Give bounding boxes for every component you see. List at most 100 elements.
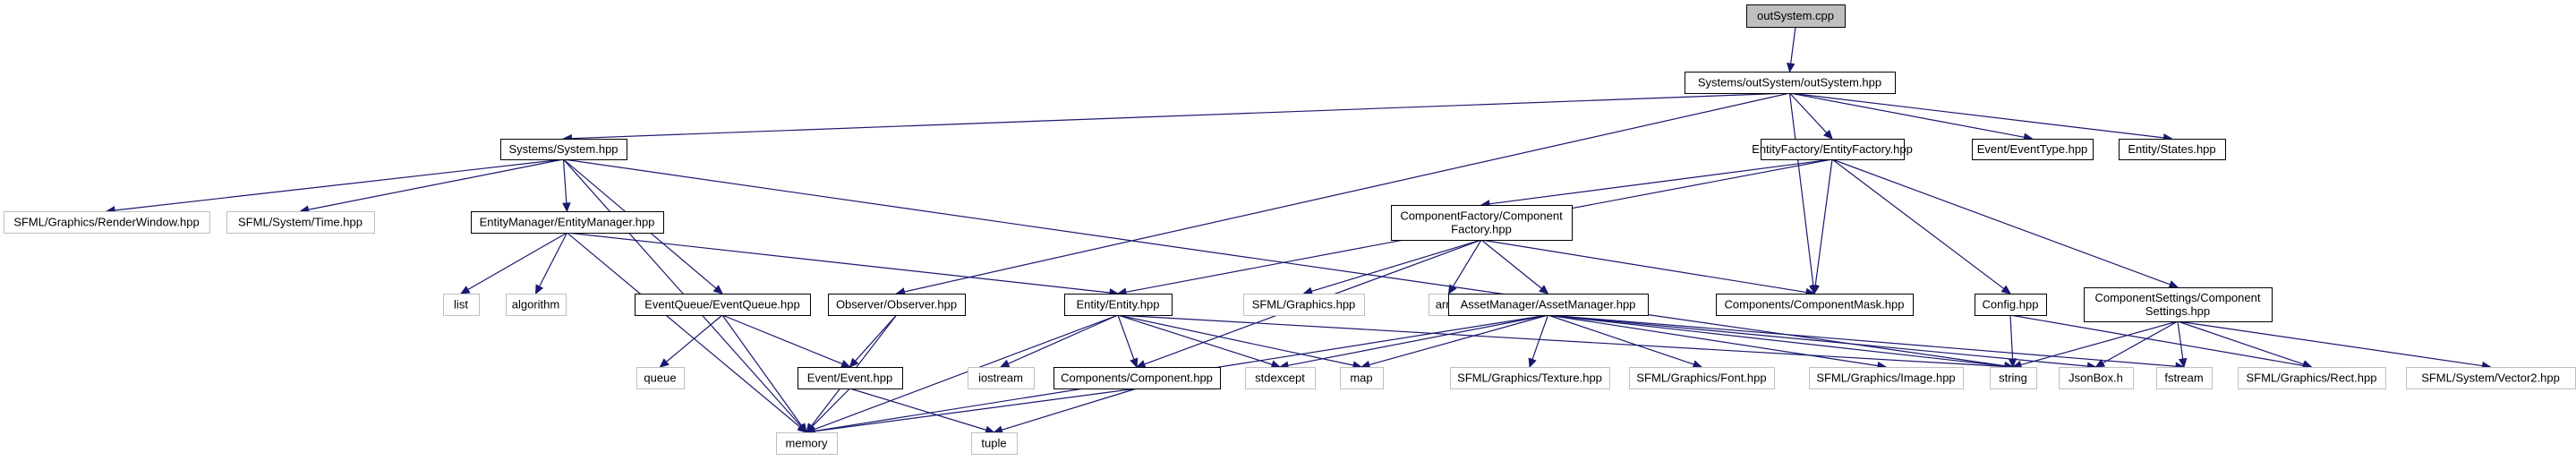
edge-observer-to-event xyxy=(849,314,897,368)
node-compsettings[interactable]: ComponentSettings/ComponentSettings.hpp xyxy=(2084,287,2273,322)
node-assetmanager[interactable]: AssetManager/AssetManager.hpp xyxy=(1448,294,1649,316)
edge-compsettings-to-vector2 xyxy=(2177,320,2492,371)
edge-config-to-rect xyxy=(2009,314,2313,371)
node-box xyxy=(1746,4,1846,28)
arrow-head xyxy=(849,357,859,368)
edge-component-to-memory xyxy=(805,388,1138,436)
node-component[interactable]: Components/Component.hpp xyxy=(1053,367,1221,389)
node-box xyxy=(1053,367,1221,389)
node-box xyxy=(1450,367,1610,389)
edge-line xyxy=(2177,320,2483,367)
node-stdexcept: stdexcept xyxy=(1245,367,1316,389)
edge-line xyxy=(2009,314,2014,360)
arrow-head xyxy=(1539,285,1549,295)
node-observer[interactable]: Observer/Observer.hpp xyxy=(828,294,966,316)
node-event[interactable]: Event/Event.hpp xyxy=(798,367,903,389)
edge-line xyxy=(721,314,803,427)
arrow-head xyxy=(1135,360,1147,369)
edge-line xyxy=(1001,388,1138,431)
node-box xyxy=(1629,367,1775,389)
node-box xyxy=(1972,139,2094,160)
node-entity[interactable]: Entity/Entity.hpp xyxy=(1064,294,1173,316)
node-compmask[interactable]: Components/ComponentMask.hpp xyxy=(1716,294,1914,316)
edge-entity-to-stdexcept xyxy=(1117,314,1282,369)
node-label: SFML/Graphics/RenderWindow.hpp xyxy=(13,216,199,229)
node-box xyxy=(4,211,210,234)
edge-line xyxy=(1117,314,1273,365)
arrow-head xyxy=(1130,357,1139,369)
edge-eventqueue-to-queue xyxy=(659,314,723,368)
node-label: Entity/States.hpp xyxy=(2128,142,2215,156)
node-outsys[interactable]: Systems/outSystem/outSystem.hpp xyxy=(1685,72,1896,94)
edge-compsettings-to-rect xyxy=(2177,320,2313,369)
edge-entmanager-to-entity xyxy=(567,232,1120,297)
edge-line xyxy=(855,314,897,362)
node-label: queue xyxy=(644,371,676,385)
edge-event-to-memory xyxy=(806,388,850,433)
node-box xyxy=(968,367,1035,389)
edge-line xyxy=(1452,239,1482,287)
edge-entfactory-to-compsettings xyxy=(1831,158,2179,289)
node-box xyxy=(471,211,664,234)
node-label: ComponentFactory/Component xyxy=(1400,209,1563,223)
arrow-head xyxy=(562,202,571,213)
edge-line xyxy=(1831,158,2171,286)
node-system[interactable]: Systems/System.hpp xyxy=(500,139,627,160)
node-jsonbox: JsonBox.h xyxy=(2059,367,2134,389)
node-label: Event/Event.hpp xyxy=(807,371,892,385)
node-box xyxy=(1975,294,2047,316)
node-label: Systems/System.hpp xyxy=(508,142,618,156)
node-eventtype[interactable]: Event/EventType.hpp xyxy=(1972,139,2094,160)
arrow-head xyxy=(2094,359,2106,368)
node-sfmlgraphics: SFML/Graphics.hpp xyxy=(1243,294,1365,316)
node-tuple: tuple xyxy=(971,432,1018,455)
node-iostream: iostream xyxy=(968,367,1035,389)
node-memory: memory xyxy=(776,432,838,455)
edge-line xyxy=(1548,314,2088,367)
node-label: EntityFactory/EntityFactory.hpp xyxy=(1752,142,1913,156)
node-box xyxy=(798,367,903,389)
edge-entmanager-to-memory xyxy=(567,232,807,433)
edge-line xyxy=(571,92,1790,140)
node-label: Systems/outSystem/outSystem.hpp xyxy=(1698,76,1881,90)
node-entmanager[interactable]: EntityManager/EntityManager.hpp xyxy=(471,211,664,234)
edge-compfactory-to-sfmlgraphics xyxy=(1302,239,1482,295)
node-vector2: SFML/System/Vector2.hpp xyxy=(2406,367,2576,389)
edge-system-to-string xyxy=(563,158,2015,371)
edge-line xyxy=(666,314,723,363)
node-list: list xyxy=(443,294,480,316)
node-box xyxy=(1716,294,1914,316)
edge-line xyxy=(563,158,802,427)
edge-line xyxy=(1117,314,1135,360)
node-label: EntityManager/EntityManager.hpp xyxy=(480,216,655,229)
node-states[interactable]: Entity/States.hpp xyxy=(2119,139,2226,160)
node-compfactory[interactable]: ComponentFactory/ComponentFactory.hpp xyxy=(1391,205,1573,241)
edge-line xyxy=(1789,92,2025,138)
node-box xyxy=(1685,72,1896,94)
node-entfactory[interactable]: EntityFactory/EntityFactory.hpp xyxy=(1752,139,1913,160)
edge-line xyxy=(1117,314,1354,366)
edge-compfactory-to-compmask xyxy=(1480,239,1816,297)
node-root[interactable]: outSystem.cpp xyxy=(1746,4,1846,28)
edge-system-to-entmanager xyxy=(562,158,571,213)
node-config[interactable]: Config.hpp xyxy=(1975,294,2047,316)
edge-line xyxy=(467,232,567,291)
edge-line xyxy=(849,388,987,431)
edge-line xyxy=(562,158,567,204)
node-label: Event/EventType.hpp xyxy=(1977,142,2088,156)
arrow-head xyxy=(840,359,851,368)
node-image: SFML/Graphics/Image.hpp xyxy=(1809,367,1964,389)
edge-line xyxy=(539,232,568,287)
edge-assetmanager-to-stdexcept xyxy=(1278,314,1548,370)
node-box xyxy=(2119,139,2226,160)
node-box xyxy=(971,432,1018,455)
arrow-head xyxy=(1822,129,1833,140)
node-box xyxy=(776,432,838,455)
edge-line xyxy=(721,314,843,365)
node-algorithm: algorithm xyxy=(506,294,567,316)
edge-line xyxy=(1548,314,2006,367)
node-label: Factory.hpp xyxy=(1451,223,1512,236)
node-label: tuple xyxy=(981,437,1006,450)
node-eventqueue[interactable]: EventQueue/EventQueue.hpp xyxy=(635,294,811,316)
